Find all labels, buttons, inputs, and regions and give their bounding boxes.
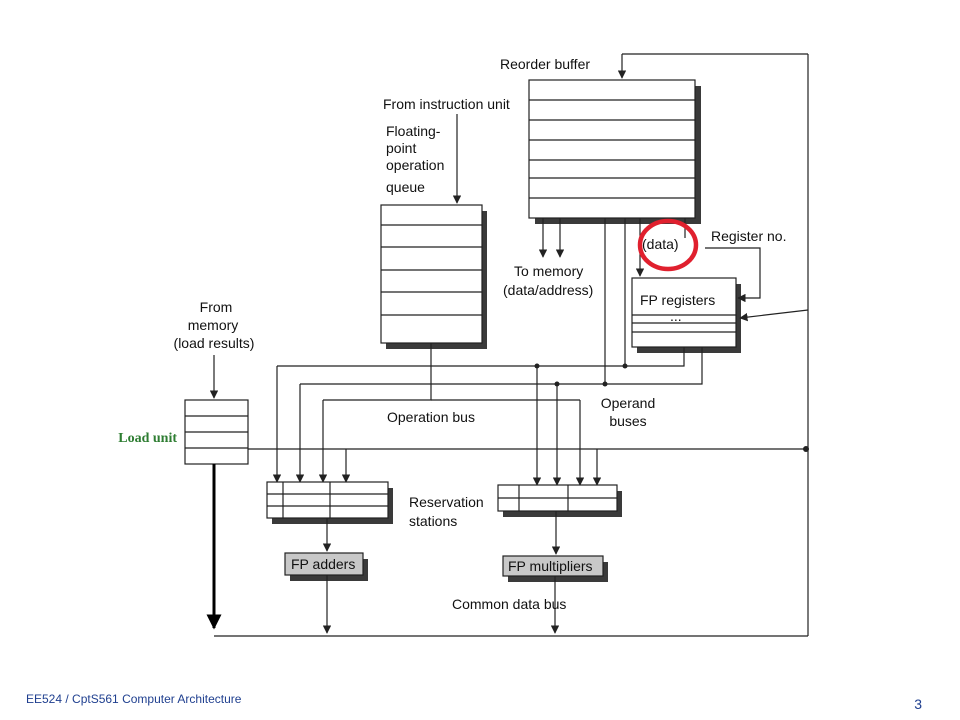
fp-registers	[631, 277, 741, 353]
reservation-stations-adders	[266, 481, 393, 524]
highlight-circle	[637, 218, 699, 272]
load-unit-label: Load unit	[118, 431, 177, 446]
fp-registers-label: FP registers	[640, 292, 715, 308]
load-unit	[184, 399, 249, 465]
reservation-stations-label-line1: Reservation	[409, 494, 484, 510]
operation-bus-left	[323, 343, 432, 401]
operand-buses-label-line1: Operand	[601, 395, 655, 411]
fp-operation-queue	[380, 204, 487, 349]
operand-bus-1	[300, 347, 703, 385]
to-memory-label-line2: (data/address)	[503, 282, 593, 298]
cdb-to-registers-arrow	[739, 309, 809, 322]
junction-dot	[803, 446, 809, 452]
reservation-stations-multipliers	[497, 484, 622, 517]
page-number: 3	[914, 696, 922, 712]
junction-dot	[534, 363, 540, 369]
fp-queue-label-line1: Floating-	[386, 123, 441, 139]
fp-registers-dots: ...	[670, 308, 682, 324]
reservation-stations-label-line2: stations	[409, 513, 457, 529]
from-memory-label-line3: (load results)	[174, 335, 255, 351]
data-label: (data)	[642, 236, 679, 252]
fp-adders	[284, 552, 364, 576]
fp-queue-label-line3: operation	[386, 157, 444, 173]
fp-adders-label: FP adders	[291, 556, 355, 572]
junction-dot	[602, 381, 608, 387]
footer-course-title: EE524 / CptS561 Computer Architecture	[26, 692, 242, 706]
fp-multipliers-label: FP multipliers	[508, 558, 593, 574]
common-data-bus-label: Common data bus	[452, 596, 566, 612]
fp-queue-label-line2: point	[386, 140, 416, 156]
operand-bus-2	[277, 347, 685, 367]
junction-dot	[622, 363, 628, 369]
junction-dot	[554, 381, 560, 387]
operand-buses-label-line2: buses	[609, 413, 646, 429]
operation-bus-label: Operation bus	[387, 409, 475, 425]
from-instruction-unit-label: From instruction unit	[383, 96, 510, 112]
register-no-label: Register no.	[711, 228, 786, 244]
register-no-arrow	[705, 247, 761, 303]
to-memory-label-line1: To memory	[514, 263, 583, 279]
reorder-buffer-label: Reorder buffer	[500, 56, 590, 72]
reorder-buffer	[528, 79, 701, 224]
from-memory-label-line1: From	[200, 299, 233, 315]
fp-queue-label-line4: queue	[386, 179, 425, 195]
fp-multipliers	[502, 555, 604, 577]
from-memory-label-line2: memory	[188, 317, 239, 333]
